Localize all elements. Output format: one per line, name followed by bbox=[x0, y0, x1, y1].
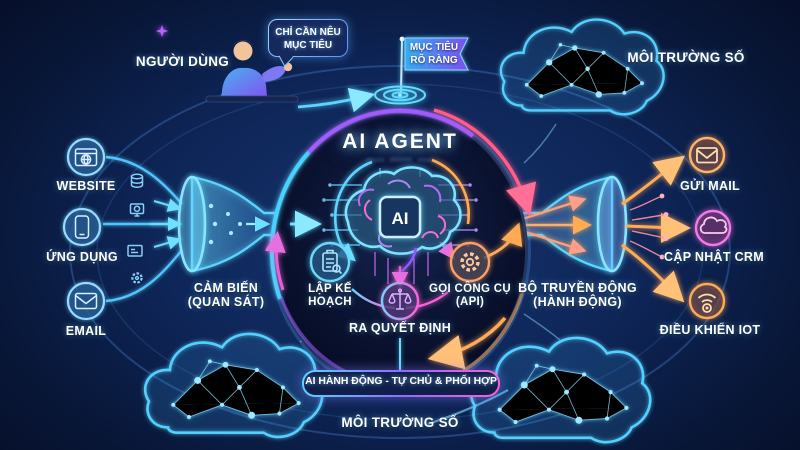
environment-label-bottom: MÔI TRƯỜNG SỐ bbox=[341, 415, 459, 430]
tools-icon bbox=[449, 241, 491, 283]
ai-chip-label: AI bbox=[392, 209, 409, 228]
environment-label-top: MÔI TRƯỜNG SỐ bbox=[627, 50, 745, 65]
data-type-icons bbox=[127, 173, 145, 284]
mail-icon bbox=[688, 136, 726, 174]
goal-flag bbox=[399, 36, 469, 93]
decision-label: RA QUYẾT ĐỊNH bbox=[348, 321, 452, 335]
planning-label: LẬP KẾ HOẠCH bbox=[308, 283, 352, 309]
speech-line-1: CHỈ CẦN NÊU bbox=[275, 27, 341, 38]
input-funnel-label: CẢM BIẾN (QUAN SÁT) bbox=[187, 281, 265, 310]
iot-wifi-icon bbox=[688, 282, 726, 320]
monitor-icon bbox=[129, 203, 145, 217]
ai-chip: AI bbox=[378, 195, 422, 239]
speech-line-2: MỤC TIÊU bbox=[283, 40, 333, 51]
source-label-app: ỨNG DỤNG bbox=[46, 250, 118, 264]
output-funnel-label: BỘ TRUYỀN ĐỘNG (HÀNH ĐỘNG) bbox=[518, 281, 637, 310]
cloud-sync-icon bbox=[694, 209, 732, 247]
output-label-crm: CẬP NHẬT CRM bbox=[664, 250, 764, 264]
output-fan bbox=[621, 155, 691, 303]
envelope-icon bbox=[66, 281, 106, 321]
source-label-website: WEBSITE bbox=[56, 179, 116, 193]
decision-icon bbox=[380, 281, 420, 321]
autonomy-banner: AI HÀNH ĐỘNG - TỰ CHỦ & PHỐI HỢP bbox=[302, 370, 500, 397]
sparkle-icon bbox=[156, 25, 168, 37]
goal-flag-label: MỤC TIÊU RÕ RÀNG bbox=[409, 42, 459, 66]
bullseye-target bbox=[374, 85, 426, 105]
source-label-email: EMAIL bbox=[65, 324, 107, 338]
cloud-top-right bbox=[499, 18, 665, 116]
output-icons bbox=[688, 136, 732, 320]
cycle-arrows bbox=[264, 108, 537, 370]
user-to-goal-arrow bbox=[297, 87, 376, 113]
browser-globe-icon bbox=[66, 137, 106, 177]
user-person-illustration bbox=[205, 40, 299, 103]
title-glow-decoration bbox=[366, 157, 434, 162]
source-icons bbox=[62, 137, 106, 321]
output-label-mail: GỬI MAIL bbox=[680, 179, 740, 193]
gear-small-icon bbox=[131, 272, 143, 284]
tools-label: GỌI CÔNG CỤ (API) bbox=[429, 283, 511, 309]
user-label: NGƯỜI DÙNG bbox=[135, 54, 230, 69]
diagram-title: AI AGENT bbox=[342, 130, 458, 153]
output-funnel bbox=[504, 175, 628, 273]
orbit-rings bbox=[69, 65, 731, 439]
smartphone-icon bbox=[62, 207, 102, 247]
output-label-iot: ĐIỀU KHIỂN IOT bbox=[659, 323, 761, 337]
cloud-bottom-left bbox=[143, 332, 324, 439]
brain-icon: AI bbox=[344, 166, 462, 272]
input-funnel bbox=[150, 175, 300, 273]
speech-bubble: CHỈ CẦN NÊU MỤC TIÊU bbox=[268, 19, 348, 57]
database-icon bbox=[130, 173, 144, 188]
planning-icon bbox=[309, 241, 351, 283]
message-card-icon bbox=[127, 244, 143, 257]
